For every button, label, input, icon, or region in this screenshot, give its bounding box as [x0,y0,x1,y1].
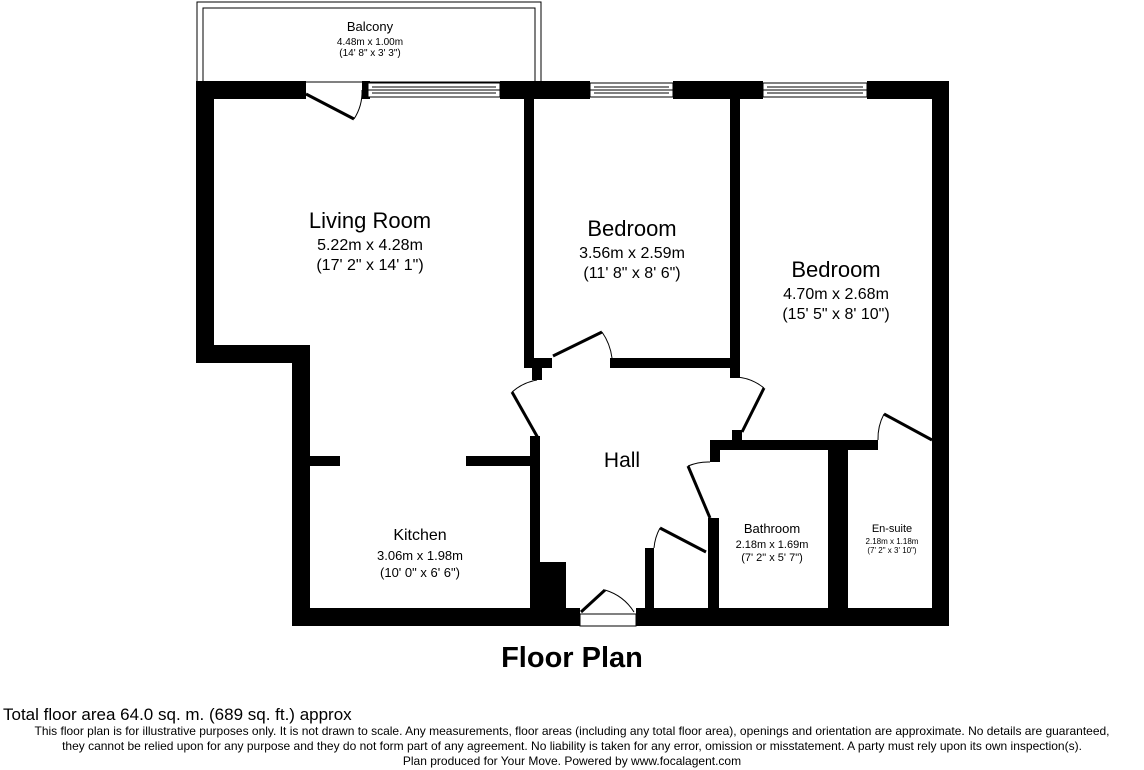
disclaimer-line-1: This floor plan is for illustrative purp… [34,724,1110,738]
bathroom-name: Bathroom [743,521,801,536]
bedroom-2-label: Bedroom 4.70m x 2.68m (15' 5" x 8' 10") [736,257,936,324]
kitchen-imperial: (10' 0" x 6' 6") [380,565,460,580]
bedroom-1-label: Bedroom 3.56m x 2.59m (11' 8" x 8' 6") [532,216,732,283]
floor-plan-drawing [196,1,949,627]
balcony-imperial: (14' 8" x 3' 3") [339,48,401,59]
ensuite-imperial: (7' 2" x 3' 10") [867,546,917,555]
balcony-metric: 4.48m x 1.00m [336,37,404,48]
bedroom-1-name: Bedroom [587,216,677,241]
bathroom-imperial: (7' 2" x 5' 7") [741,552,803,564]
bedroom-1-imperial: (11' 8" x 8' 6") [583,265,681,282]
ensuite-metric: 2.18m x 1.18m [865,537,919,546]
plan-title: Floor Plan [501,642,643,674]
kitchen-name: Kitchen [393,527,447,544]
ensuite-label: En-suite 2.18m x 1.18m (7' 2" x 3' 10") [850,523,934,555]
kitchen-label: Kitchen 3.06m x 1.98m (10' 0" x 6' 6") [340,527,500,580]
windows [367,82,868,627]
doors [305,89,933,614]
hall-label: Hall [582,449,662,473]
living-room-imperial: (17' 2" x 14' 1") [316,257,424,274]
living-room-label: Living Room 5.22m x 4.28m (17' 2" x 14' … [270,208,470,275]
ensuite-name: En-suite [871,523,913,535]
credit-line: Plan produced for Your Move. Powered by … [402,754,742,768]
bedroom-2-imperial: (15' 5" x 8' 10") [782,306,890,323]
bedroom-1-metric: 3.56m x 2.59m [579,245,685,262]
living-room-name: Living Room [308,208,432,233]
bathroom-metric: 2.18m x 1.69m [735,539,809,551]
walls [196,81,949,626]
hall-name: Hall [603,449,641,472]
total-floor-area: Total floor area 64.0 sq. m. (689 sq. ft… [3,705,352,724]
disclaimer-line-2: they cannot be relied upon for any purpo… [62,739,1082,753]
living-room-metric: 5.22m x 4.28m [317,237,423,254]
balcony-label: Balcony 4.48m x 1.00m (14' 8" x 3' 3") [300,19,440,59]
bedroom-2-name: Bedroom [791,257,881,282]
kitchen-metric: 3.06m x 1.98m [377,548,463,563]
bedroom-2-metric: 4.70m x 2.68m [783,286,889,303]
balcony-name: Balcony [346,19,394,34]
bathroom-label: Bathroom 2.18m x 1.69m (7' 2" x 5' 7") [717,521,827,564]
